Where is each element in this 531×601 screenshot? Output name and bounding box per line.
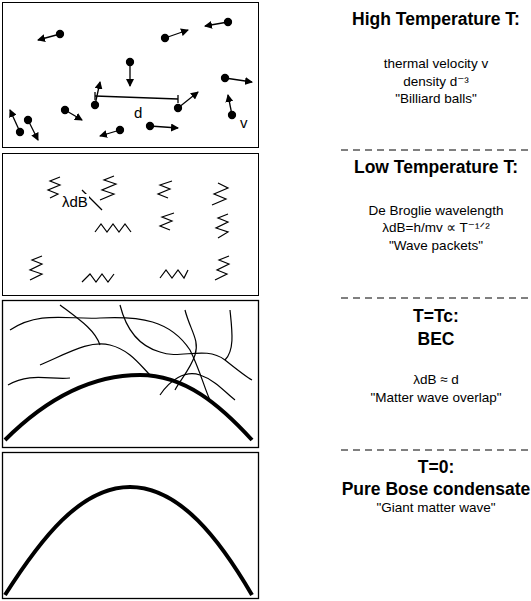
section-heading: High Temperature T: — [341, 10, 531, 29]
panel-label: v — [239, 115, 249, 130]
section-note: λdB ≈ d — [341, 372, 531, 388]
section-note: thermal velocity v — [341, 56, 531, 72]
panel-label: λdB — [61, 194, 89, 209]
section-note: "Matter wave overlap" — [341, 390, 531, 406]
section-heading: Pure Bose condensate — [341, 480, 531, 499]
section-heading: T=Tc: — [341, 307, 531, 326]
section-note: λdB=h/mv ∝ T⁻¹ᐟ² — [341, 220, 531, 236]
panel-label: d — [133, 105, 143, 120]
panel-box: λdB — [2, 153, 259, 296]
panel-box: dv — [2, 2, 259, 148]
section-note: density d⁻³ — [341, 74, 531, 90]
section-note: "Giant matter wave" — [341, 500, 531, 516]
section-heading: BEC — [341, 330, 531, 349]
section-note: De Broglie wavelength — [341, 203, 531, 219]
section-heading: Low Temperature T: — [341, 158, 531, 177]
section-note: "Wave packets" — [341, 238, 531, 254]
section-note: "Billiard balls" — [341, 91, 531, 107]
section-heading: T=0: — [341, 458, 531, 477]
